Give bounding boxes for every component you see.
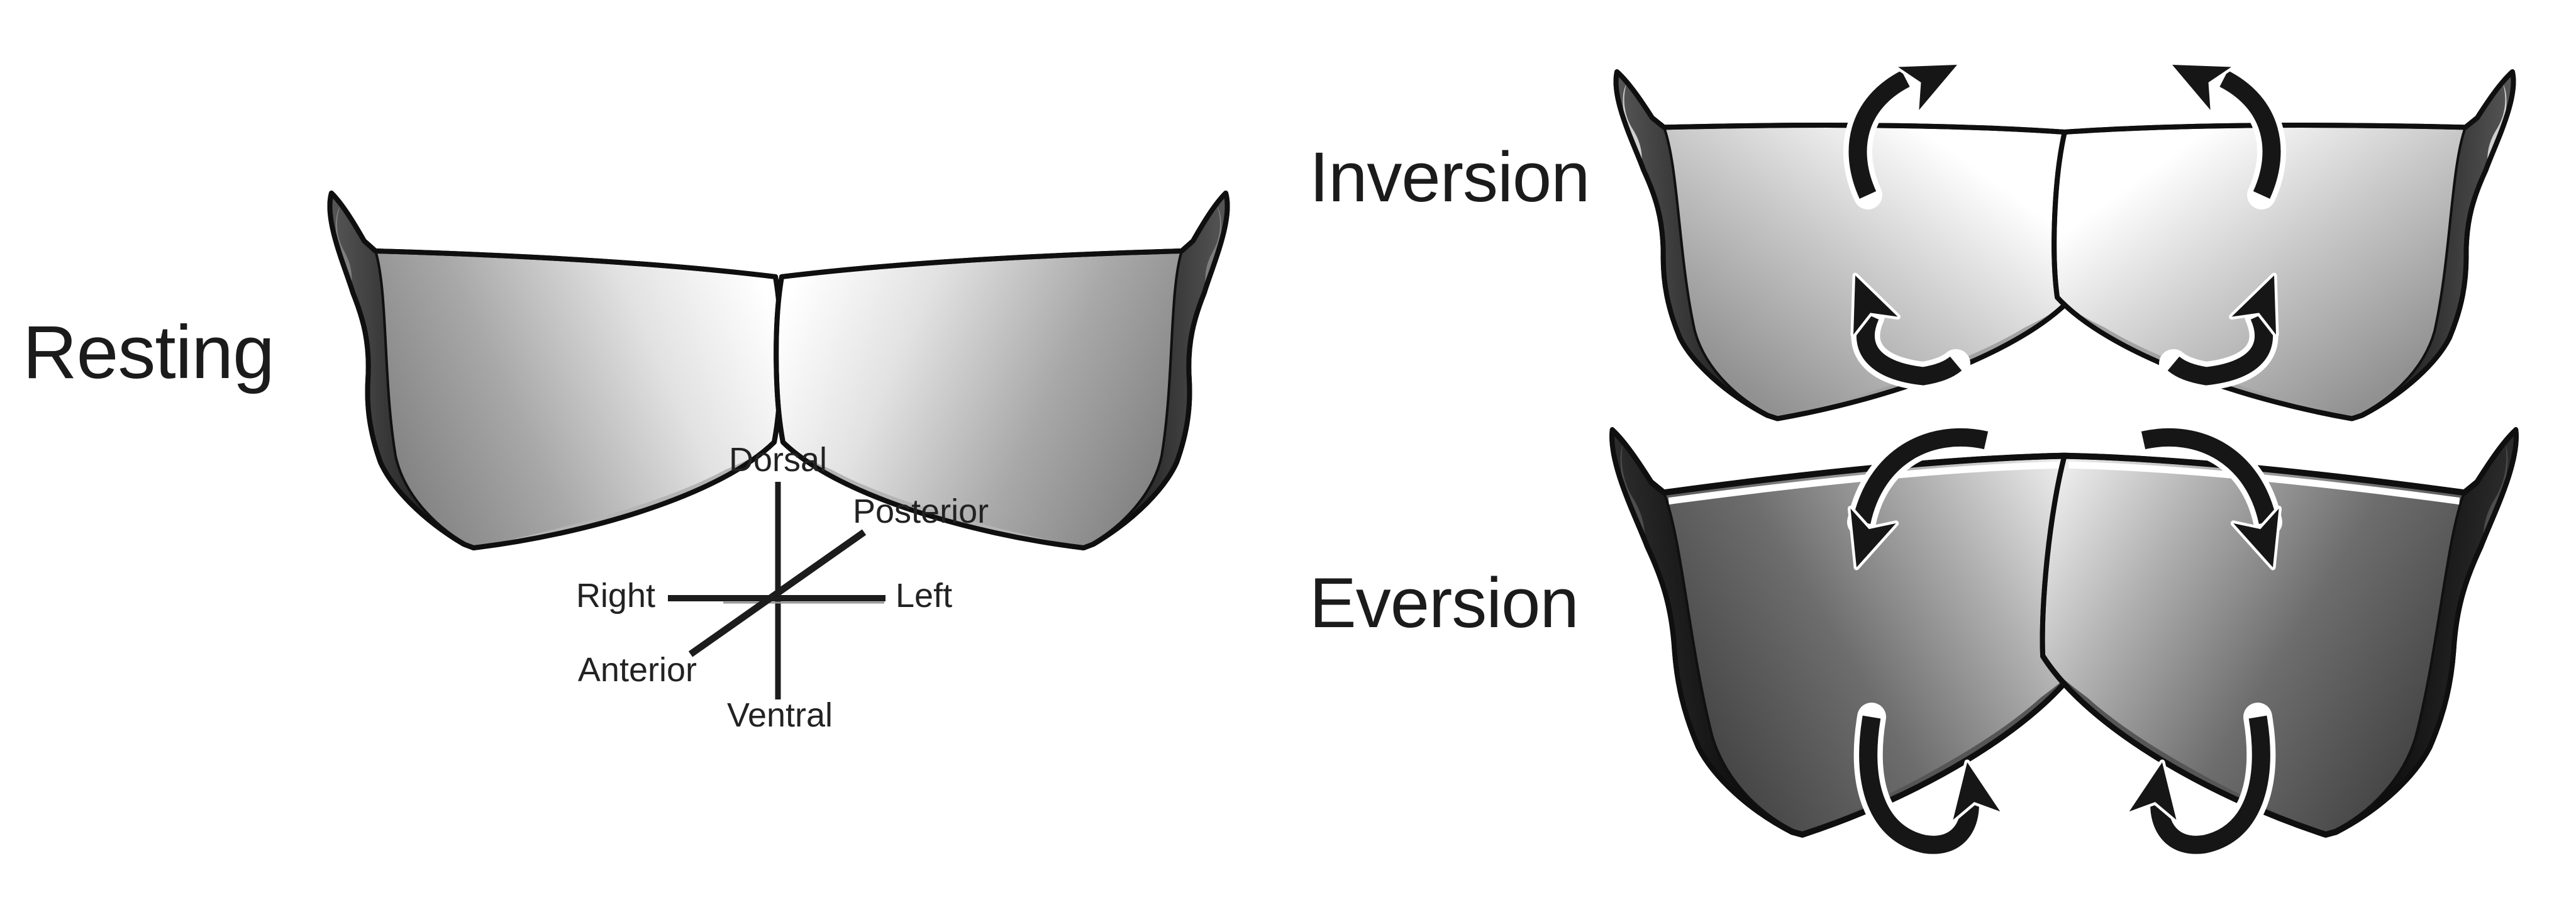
inversion-valve-pair xyxy=(1616,48,2514,426)
orientation-axis-cross xyxy=(668,482,886,699)
inversion-top-left-rotation-arrow-icon xyxy=(1843,43,1968,209)
inversion-right-valve xyxy=(2045,48,2514,426)
eversion-bottom-left-hook-arrow-icon xyxy=(1853,703,2001,860)
eversion-bottom-right-hook-arrow-icon xyxy=(2129,703,2276,860)
inversion-panel-label: Inversion xyxy=(1309,138,1590,216)
eversion-valve-pair xyxy=(1611,354,2518,859)
axis-label-left: Left xyxy=(896,577,953,615)
inversion-bottom-right-push-arrow-icon xyxy=(2159,267,2296,391)
axis-anteroposterior-line xyxy=(688,529,867,657)
eversion-panel-label: Eversion xyxy=(1309,564,1579,642)
eversion-top-left-rotation-arrow-icon xyxy=(1834,423,2001,574)
resting-panel-label: Resting xyxy=(23,310,275,394)
axis-label-ventral: Ventral xyxy=(726,696,833,734)
resting-right-valve xyxy=(776,193,1227,548)
inversion-top-right-rotation-arrow-icon xyxy=(2162,43,2286,209)
axis-label-dorsal: Dorsal xyxy=(728,441,828,479)
inversion-bottom-left-push-arrow-icon xyxy=(1833,267,1970,391)
resting-left-valve xyxy=(330,193,780,548)
axis-label-posterior: Posterior xyxy=(853,493,989,530)
eversion-top-right-rotation-arrow-icon xyxy=(2129,423,2296,574)
axis-label-anterior: Anterior xyxy=(577,651,697,689)
inversion-left-valve xyxy=(1616,48,2085,426)
axis-label-right: Right xyxy=(575,577,655,615)
